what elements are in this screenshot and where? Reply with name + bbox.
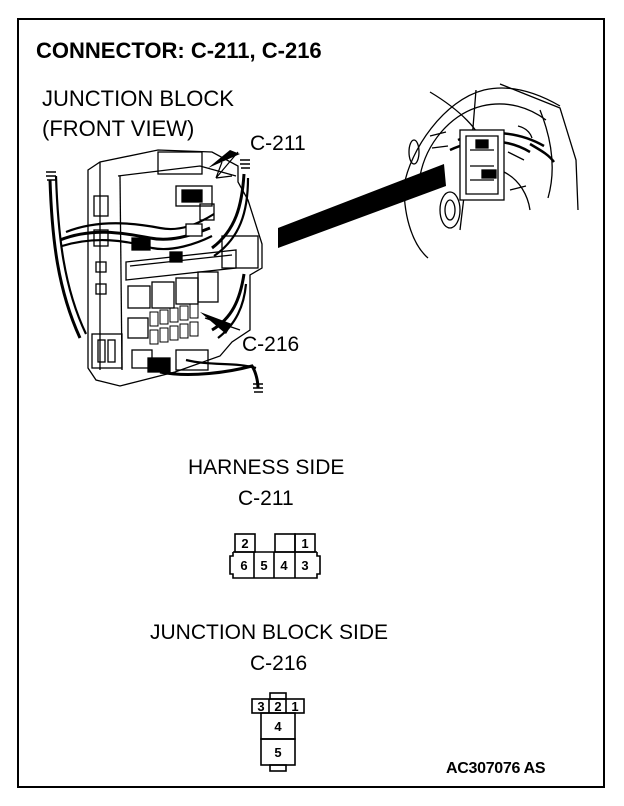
front-view-label: (FRONT VIEW) xyxy=(42,116,195,141)
c216-pin-4: 4 xyxy=(274,719,282,734)
c211-connector-face xyxy=(229,533,321,579)
junction-block-illustration xyxy=(46,149,263,393)
c211-pin-1: 1 xyxy=(301,536,308,551)
c216-pin-3: 3 xyxy=(257,699,264,714)
vehicle-dash-illustration xyxy=(403,83,579,259)
c211-pin-6: 6 xyxy=(240,558,247,573)
junction-block-label: JUNCTION BLOCK xyxy=(42,86,234,111)
figure-frame xyxy=(17,18,605,788)
figure-code: AC307076 AS xyxy=(446,760,546,777)
c216-pin-5: 5 xyxy=(274,745,281,760)
c216-pin-1: 1 xyxy=(291,699,298,714)
jb-side-heading: JUNCTION BLOCK SIDE xyxy=(150,621,389,644)
c211-pin-2: 2 xyxy=(241,536,248,551)
harness-side-heading: HARNESS SIDE xyxy=(188,456,345,479)
c216-pin-2: 2 xyxy=(274,699,281,714)
callout-c216: C-216 xyxy=(242,333,300,356)
c211-pin-4: 4 xyxy=(280,558,288,573)
c211-pin-5: 5 xyxy=(260,558,267,573)
c211-pin-3: 3 xyxy=(301,558,308,573)
harness-side-connector: C-211 xyxy=(238,487,294,510)
callout-c211: C-211 xyxy=(250,132,306,155)
jb-side-connector: C-216 xyxy=(250,652,308,675)
c216-connector-face xyxy=(251,692,305,772)
diagram-title: CONNECTOR: C-211, C-216 xyxy=(36,38,322,63)
